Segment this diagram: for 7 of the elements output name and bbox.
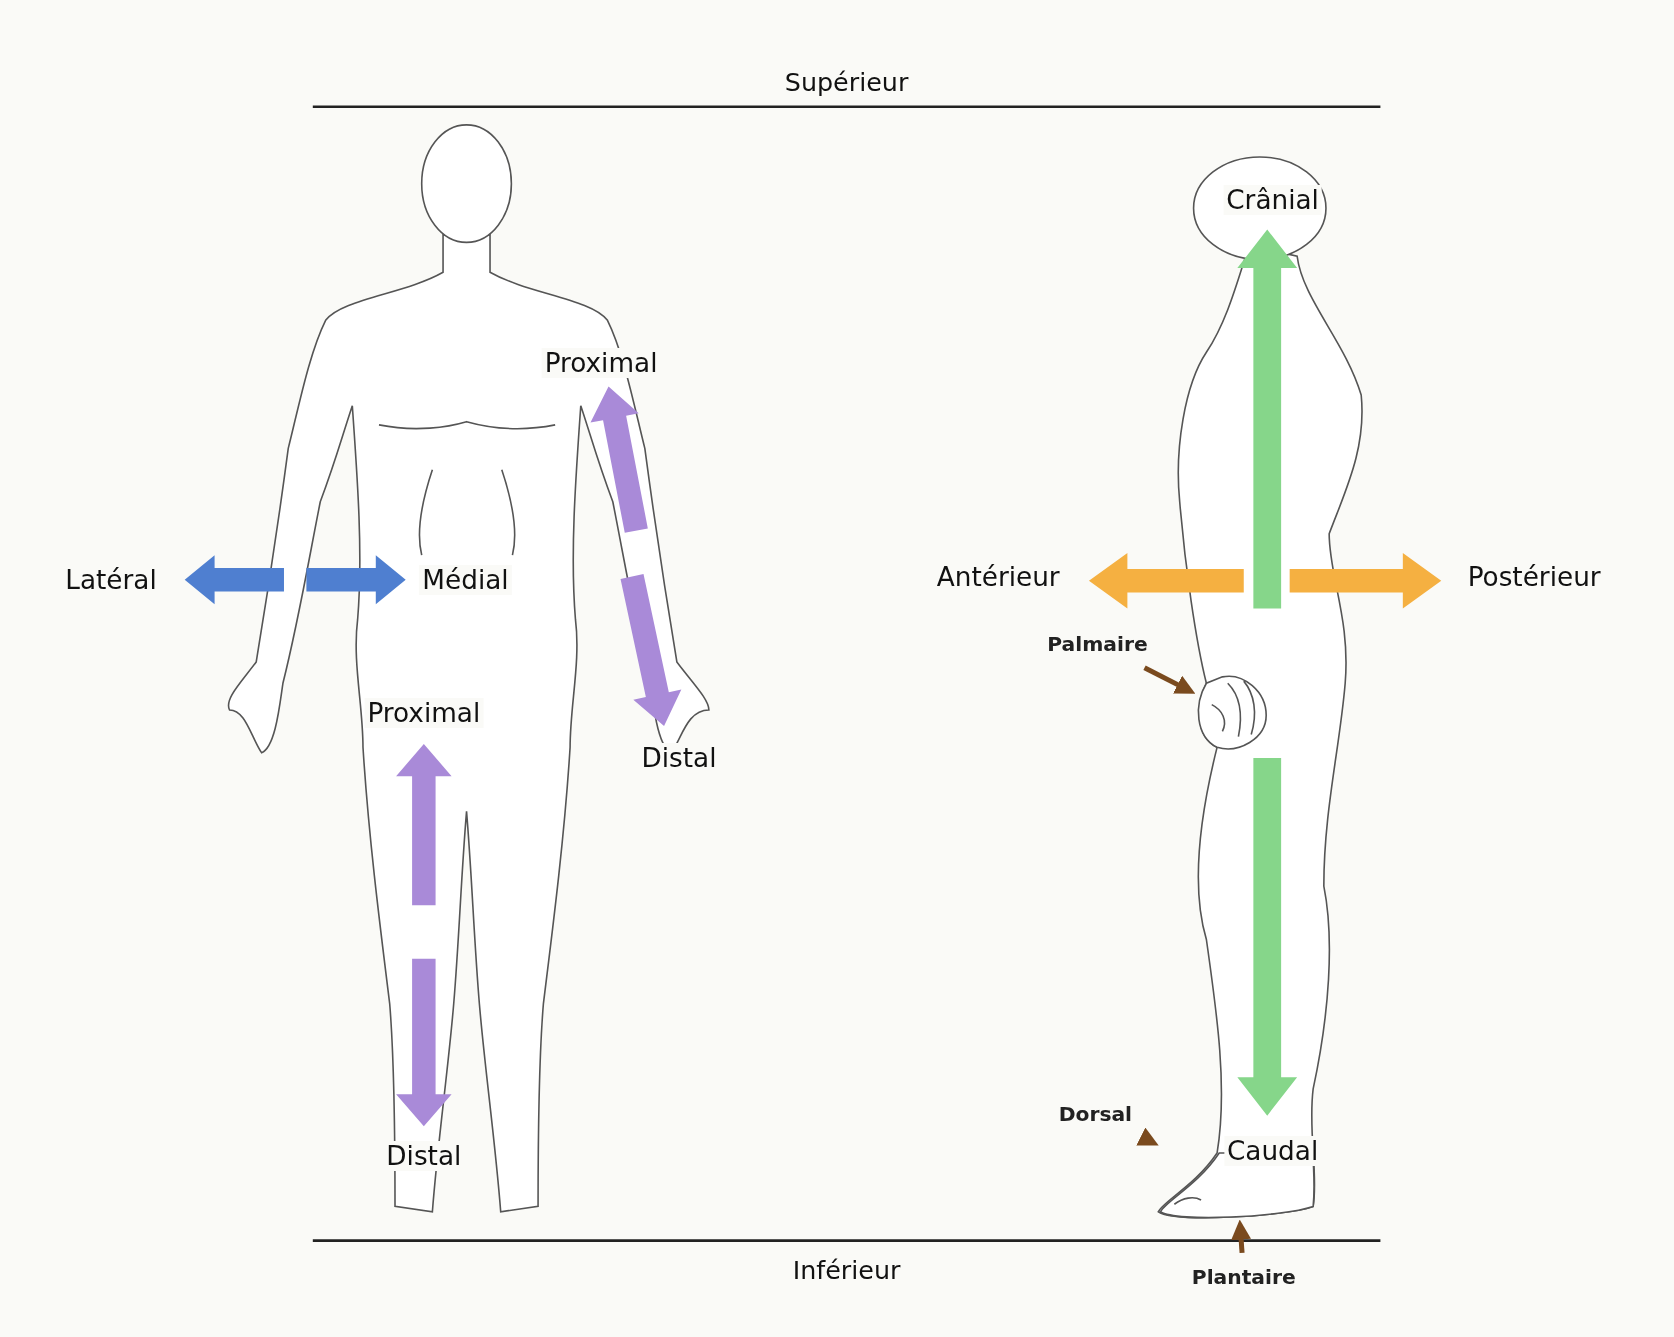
leader-arrow — [1143, 665, 1196, 694]
direction-label: Médial — [419, 564, 512, 595]
leader-arrow — [1231, 1219, 1252, 1253]
direction-label: Proximal — [364, 698, 484, 729]
hand-drawing — [1197, 675, 1267, 750]
direction-label: Crânial — [1223, 184, 1322, 215]
leader-arrow — [1136, 1127, 1159, 1146]
